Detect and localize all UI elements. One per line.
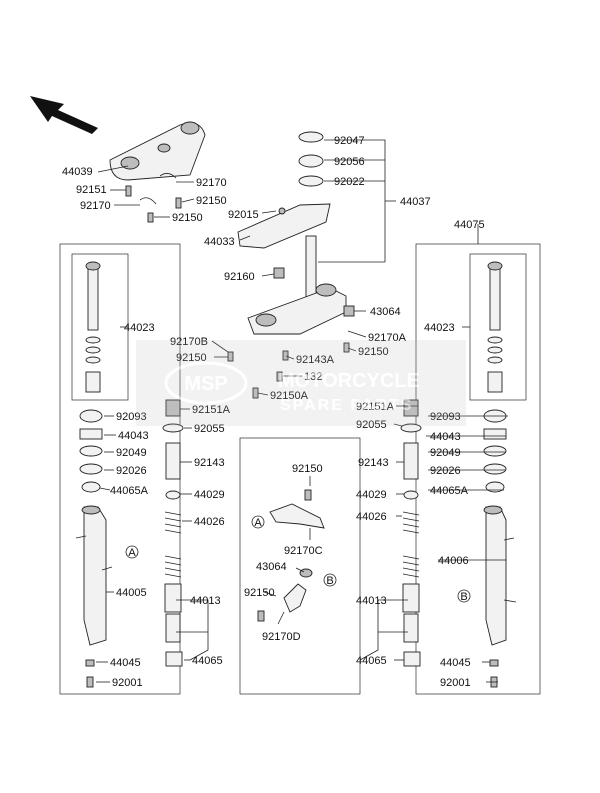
label-92143-left: 92143 <box>194 457 225 469</box>
upper-bracket-part <box>109 121 206 181</box>
watermark-logo: MSP <box>184 373 227 395</box>
brace-detail-box <box>239 437 361 695</box>
label-92026-left: 92026 <box>116 465 147 477</box>
label-92001-left: 92001 <box>112 677 143 689</box>
right-inner-tube <box>487 261 503 393</box>
callout-b-center: B <box>326 575 333 587</box>
label-92150-mid-right: 92150 <box>358 346 389 358</box>
callout-b-right: B <box>460 591 467 603</box>
left-inner-tube <box>85 261 101 393</box>
label-92055-right: 92055 <box>356 419 387 431</box>
left-damper-stack <box>162 399 184 667</box>
callout-b-group: B B <box>323 573 471 603</box>
upper-bracket-bolts <box>125 173 182 223</box>
label-44039: 44039 <box>62 166 93 178</box>
label-92150-brace-lower: 92150 <box>244 587 275 599</box>
label-92026-right: 92026 <box>430 465 461 477</box>
label-44033: 44033 <box>204 236 235 248</box>
label-92150-lower: 92150 <box>172 212 203 224</box>
label-44006: 44006 <box>438 555 469 567</box>
watermark-logo-ring <box>164 361 248 405</box>
label-92001-right: 92001 <box>440 677 471 689</box>
label-92056: 92056 <box>334 156 365 168</box>
watermark: MSP MOTORCYCLE SPARE PARTS <box>136 340 466 426</box>
label-44005: 44005 <box>116 587 147 599</box>
label-92049-left: 92049 <box>116 447 147 459</box>
label-92170C: 92170C <box>284 545 323 557</box>
headlight-bracket-part <box>237 203 331 249</box>
label-44023-right: 44023 <box>424 322 455 334</box>
label-44075: 44075 <box>454 219 485 231</box>
label-92049-right: 92049 <box>430 447 461 459</box>
label-44043-right: 44043 <box>430 431 461 443</box>
front-direction-arrow-icon <box>30 96 98 134</box>
label-132: 132 <box>304 371 322 383</box>
label-44023-left: 44023 <box>124 322 155 334</box>
label-44013-right: 44013 <box>356 595 387 607</box>
label-44065A-right: 44065A <box>430 485 469 497</box>
right-outer-tube <box>483 505 517 688</box>
label-92170D: 92170D <box>262 631 301 643</box>
label-44029-left: 44029 <box>194 489 225 501</box>
label-44045-right: 44045 <box>440 657 471 669</box>
stem-small-bolts <box>227 342 350 399</box>
label-92093-right: 92093 <box>430 411 461 423</box>
label-92015: 92015 <box>228 209 259 221</box>
label-92150-upper: 92150 <box>196 195 227 207</box>
callout-a-left: A <box>128 547 136 559</box>
left-seals-stack <box>79 409 103 493</box>
stem-nut-washers <box>298 131 324 187</box>
right-seals-stack <box>483 409 507 493</box>
label-44026-left: 44026 <box>194 516 225 528</box>
part-number-labels: 44039 92151 92170 92170 92150 92150 9204… <box>62 135 485 689</box>
label-44013-left: 44013 <box>190 595 221 607</box>
label-44026-right: 44026 <box>356 511 387 523</box>
label-44029-right: 44029 <box>356 489 387 501</box>
label-92143-right: 92143 <box>358 457 389 469</box>
label-43064-brace: 43064 <box>256 561 287 573</box>
steering-stem-part <box>247 235 355 335</box>
label-92170B: 92170B <box>170 336 208 348</box>
label-44065-left: 44065 <box>192 655 223 667</box>
label-92151A-left: 92151A <box>192 404 231 416</box>
label-92143A: 92143A <box>296 354 335 366</box>
label-92150-brace-top: 92150 <box>292 463 323 475</box>
label-92170-left: 92170 <box>80 200 111 212</box>
label-92022: 92022 <box>334 176 365 188</box>
label-92151A-right: 92151A <box>356 401 395 413</box>
label-44037: 44037 <box>400 196 431 208</box>
left-outer-tube <box>75 505 113 688</box>
label-92055-left: 92055 <box>194 423 225 435</box>
label-92170A: 92170A <box>368 332 407 344</box>
leader-lines <box>96 139 508 683</box>
right-damper-stack <box>400 399 422 667</box>
label-44045-left: 44045 <box>110 657 141 669</box>
watermark-sub: SPARE PARTS <box>280 397 413 414</box>
watermark-brand: MOTORCYCLE <box>278 370 420 392</box>
label-92150A: 92150A <box>270 390 309 402</box>
callout-a-center: A <box>254 517 262 529</box>
label-92047: 92047 <box>334 135 365 147</box>
label-92093-left: 92093 <box>116 411 147 423</box>
label-44065-right: 44065 <box>356 655 387 667</box>
label-92150-mid-left: 92150 <box>176 352 207 364</box>
callout-a-group: A A <box>125 515 265 559</box>
label-44043-left: 44043 <box>118 430 149 442</box>
label-92151: 92151 <box>76 184 107 196</box>
label-44065A-left: 44065A <box>110 485 149 497</box>
watermark-band <box>136 340 466 426</box>
label-92160: 92160 <box>224 271 255 283</box>
brace-clamps <box>257 489 325 622</box>
label-43064-top: 43064 <box>370 306 401 318</box>
label-92170-right: 92170 <box>196 177 227 189</box>
